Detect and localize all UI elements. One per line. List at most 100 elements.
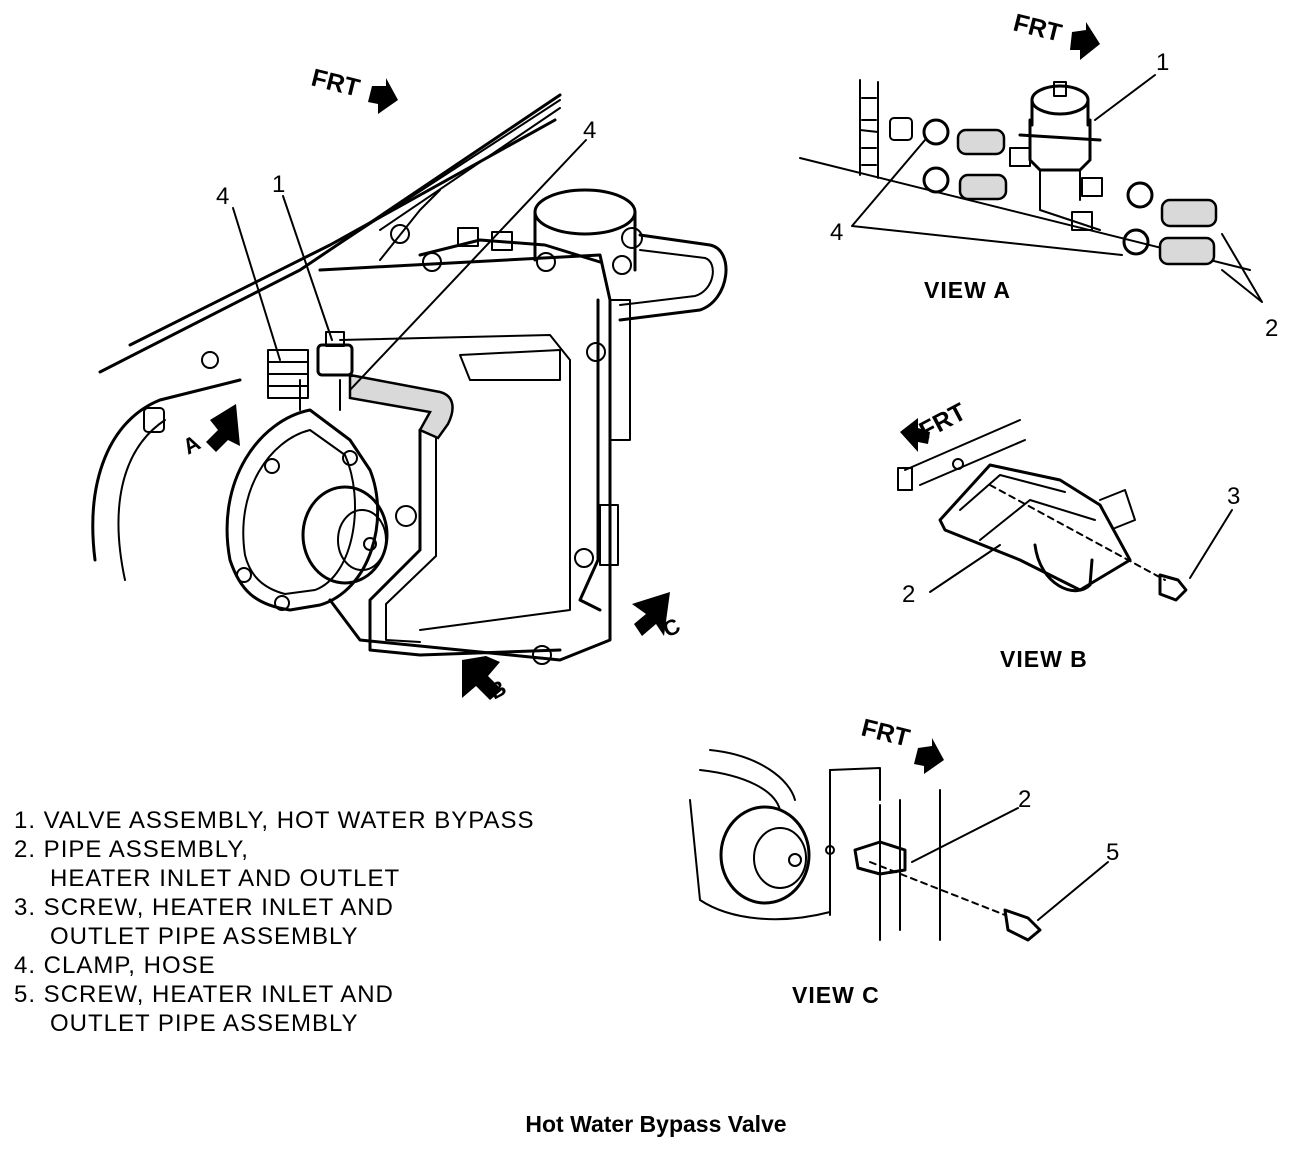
- view-a-callout-2: 2: [1265, 315, 1278, 342]
- view-b: FRT 3 2 VIEW B: [897, 398, 1240, 672]
- view-a-valve-stem: [1053, 81, 1067, 97]
- arrow-a: [206, 404, 240, 452]
- view-a-leader-2: [1221, 233, 1263, 303]
- cowl-edge: [329, 99, 561, 251]
- view-c-callout-5: 5: [1106, 839, 1119, 866]
- blower-screw-3: [236, 567, 252, 583]
- view-a-callout-4: 4: [830, 219, 843, 246]
- figure-caption: Hot Water Bypass Valve: [525, 1111, 787, 1137]
- view-b-bracket-detail: [959, 474, 1096, 541]
- arrow-a-label: A: [179, 430, 205, 460]
- view-b-frt-arrow: [900, 418, 930, 452]
- view-a-wall: [859, 79, 879, 179]
- view-b-screw-axis: [989, 484, 1166, 581]
- view-a-valve-tee: [1039, 169, 1101, 231]
- view-c: FRT 2 5 VIEW C: [689, 714, 1119, 1008]
- view-c-motor-hub: [753, 827, 807, 889]
- view-c-callout-2: 2: [1018, 786, 1031, 813]
- blower-motor: [301, 485, 389, 585]
- callout-leader-4-left: [232, 207, 281, 361]
- vertical-pipe: [578, 298, 602, 612]
- pipe-bracket-bolt: [395, 505, 417, 527]
- view-a-valve-flange: [1018, 133, 1102, 142]
- hose-clamp-bands: [267, 361, 309, 387]
- reservoir-body: [533, 210, 637, 272]
- view-a-clamp-1: [922, 118, 950, 146]
- main-callout-1: 1: [272, 171, 285, 198]
- blower-screw-4: [274, 595, 290, 611]
- legend-item-5: 5. SCREW, HEATER INLET AND: [14, 981, 394, 1008]
- fender-line: [98, 93, 562, 374]
- view-c-screw-axis: [869, 861, 1006, 916]
- legend-item-5-cont: OUTLET PIPE ASSEMBLY: [50, 1010, 359, 1037]
- main-view: 4 1 4 FRT A B C: [91, 64, 728, 704]
- callout-leader-4-right: [349, 139, 587, 391]
- cowl-bracket: [379, 189, 441, 261]
- case-opening: [459, 349, 561, 381]
- bracket-bolt-2: [422, 252, 442, 272]
- view-b-rail: [904, 419, 1026, 486]
- view-a-valve-body: [1028, 118, 1092, 172]
- case-bolt-bottom: [532, 645, 552, 665]
- bracket-nut-1: [457, 227, 479, 247]
- heater-hose: [348, 373, 454, 440]
- reservoir-top: [533, 188, 637, 236]
- view-a-fitting-3: [1081, 177, 1103, 197]
- view-a: FRT 1 4 2 VIEW A: [799, 9, 1278, 342]
- view-b-hole: [952, 458, 964, 470]
- bypass-valve-cap: [325, 331, 345, 347]
- panel-grommet: [143, 407, 165, 433]
- case-bolt-upper-right: [586, 342, 606, 362]
- view-b-leader-2: [929, 544, 1001, 593]
- view-b-clip: [1099, 489, 1136, 529]
- view-b-callout-3: 3: [1227, 483, 1240, 510]
- legend-item-4: 4. CLAMP, HOSE: [14, 952, 216, 979]
- pipe-loop-outer: [618, 233, 728, 322]
- view-b-screw: [1158, 573, 1188, 602]
- inner-panel-edge: [117, 419, 166, 581]
- view-a-frt-arrow: [1070, 22, 1100, 60]
- reservoir-lower: [609, 299, 631, 441]
- main-frt-arrow: [368, 78, 398, 114]
- heater-pipe-outer: [368, 428, 562, 657]
- view-c-case-edges: [829, 769, 941, 941]
- view-a-fitting-1: [889, 117, 913, 141]
- heater-pipe-inner: [385, 429, 437, 643]
- blower-flange: [242, 429, 356, 595]
- view-c-motor-shaft: [788, 853, 802, 867]
- view-a-clamp-3: [1126, 181, 1154, 209]
- blower-screw-1: [264, 458, 280, 474]
- callout-leader-1: [282, 195, 333, 341]
- view-a-label: VIEW A: [924, 277, 1011, 303]
- view-c-case-top: [829, 767, 881, 801]
- main-callout-4-left: 4: [216, 183, 229, 210]
- arrow-b: [462, 656, 502, 700]
- view-c-motor: [719, 805, 811, 905]
- valve-hoses: [299, 379, 341, 411]
- legend-item-1: 1. VALVE ASSEMBLY, HOT WATER BYPASS: [14, 807, 535, 834]
- view-a-leader-4: [851, 139, 1123, 256]
- pipe-loop-inner: [619, 249, 714, 306]
- view-b-leader-3: [1189, 509, 1233, 579]
- blower-motor-hub: [337, 509, 387, 571]
- view-a-valve-sides: [1030, 98, 1090, 127]
- pipe-fitting-top: [621, 227, 643, 249]
- inner-panel: [91, 378, 242, 562]
- main-callout-4-right: 4: [583, 117, 596, 144]
- view-c-hole: [825, 845, 835, 855]
- arrow-c-label: C: [659, 613, 685, 643]
- heater-case-face: [339, 334, 571, 631]
- view-b-label: VIEW B: [1000, 646, 1088, 672]
- blower-shaft: [363, 537, 377, 551]
- view-a-hose-3: [1160, 198, 1218, 228]
- bypass-valve: [316, 343, 354, 377]
- view-c-panel-curve: [699, 749, 796, 811]
- legend-item-2-cont: HEATER INLET AND OUTLET: [50, 865, 401, 892]
- view-a-clamp-2: [922, 166, 950, 194]
- legend-item-3-cont: OUTLET PIPE ASSEMBLY: [50, 923, 359, 950]
- pipe-clip: [599, 504, 619, 566]
- view-a-fitting-4: [1071, 211, 1093, 231]
- view-c-frt-label: FRT: [859, 714, 913, 753]
- view-a-frt-label: FRT: [1011, 9, 1065, 48]
